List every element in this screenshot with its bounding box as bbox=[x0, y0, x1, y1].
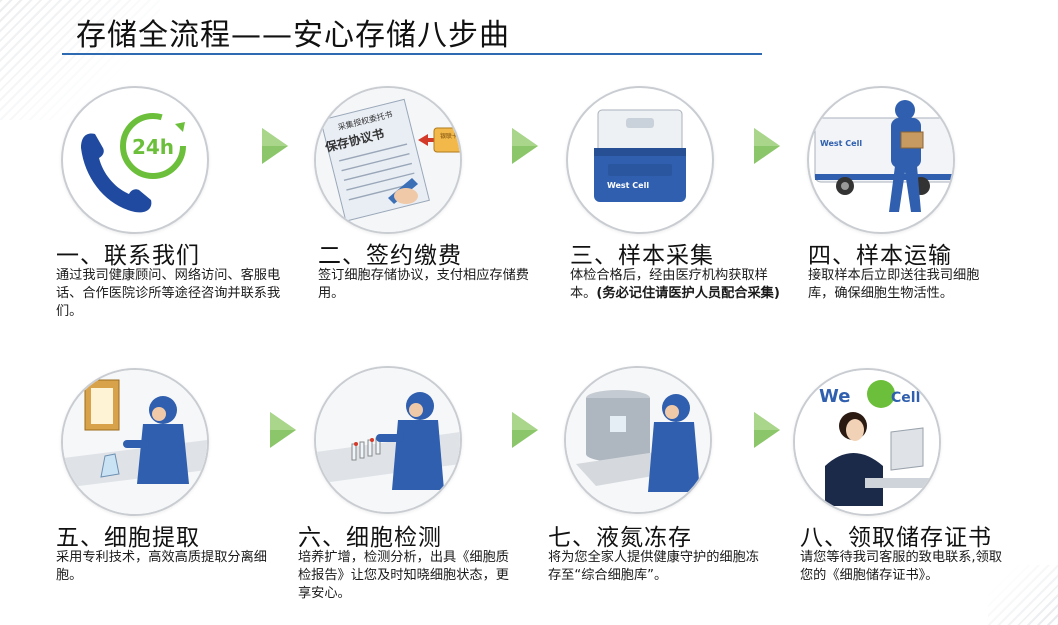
arrow-3-to-4 bbox=[750, 124, 784, 168]
step-8-desc: 请您等待我司客服的致电联系,领取您的《细胞储存证书》。 bbox=[800, 550, 1003, 583]
step-7-image bbox=[564, 366, 712, 514]
liquid-nitrogen-tank-icon bbox=[566, 368, 710, 512]
lab-testing-icon bbox=[316, 368, 460, 512]
step-6-title: 六、细胞检测 bbox=[298, 525, 442, 551]
customer-service-icon: We Cell bbox=[795, 370, 939, 514]
phone-24h-icon: 24h bbox=[81, 113, 186, 213]
step-3-desc-bold: (务必记住请医护人员配合采集) bbox=[596, 286, 780, 301]
step-3-title: 三、样本采集 bbox=[570, 243, 714, 269]
step-3-image: West Cell bbox=[566, 86, 714, 234]
arrow-2-to-3 bbox=[508, 124, 542, 168]
step-1-desc: 通过我司健康顾问、网络访问、客服电话、合作医院诊所等途径咨询并联系我们。 bbox=[56, 268, 281, 319]
step-4-image: West Cell bbox=[807, 86, 955, 234]
arrow-1-to-2 bbox=[258, 124, 292, 168]
step-2-card-label: 银联卡 bbox=[440, 132, 458, 140]
step-8-title: 八、领取储存证书 bbox=[800, 525, 992, 551]
arrow-5-to-6 bbox=[266, 408, 300, 452]
courier-van-icon: West Cell bbox=[814, 100, 953, 212]
step-3-desc: 体检合格后，经由医疗机构获取样本。(务必记住请医护人员配合采集) bbox=[570, 267, 782, 303]
arrow-6-to-7 bbox=[508, 408, 542, 452]
step-4-desc: 接取样本后立即送往我司细胞库，确保细胞生物活性。 bbox=[808, 268, 980, 301]
step-5-title: 五、细胞提取 bbox=[56, 525, 200, 551]
step-2-desc: 签订细胞存储协议，支付相应存储费用。 bbox=[318, 268, 529, 301]
step-4-title: 四、样本运输 bbox=[808, 243, 952, 269]
step-1-title: 一、联系我们 bbox=[56, 243, 200, 269]
arrow-7-to-8 bbox=[750, 408, 784, 452]
step-1-image: 24h bbox=[61, 86, 209, 234]
lab-extraction-icon bbox=[63, 370, 207, 514]
step-3-desc-text: 体检合格后，经由医疗机构获取样本。 bbox=[570, 268, 768, 301]
corner-decoration-bottom-right bbox=[988, 565, 1058, 625]
step-8-brand-right: Cell bbox=[891, 390, 920, 406]
step-4-brand: West Cell bbox=[820, 139, 862, 148]
sample-cooler-icon: West Cell bbox=[594, 109, 686, 202]
step-2-title: 二、签约缴费 bbox=[318, 243, 462, 269]
step-6-desc: 培养扩增，检测分析，出具《细胞质检报告》让您及时知晓细胞状态，更享安心。 bbox=[298, 550, 509, 601]
step-8-image: We Cell bbox=[793, 368, 941, 516]
step-1-badge: 24h bbox=[132, 135, 174, 159]
step-7-desc: 将为您全家人提供健康守护的细胞冻存至“综合细胞库”。 bbox=[548, 550, 759, 583]
step-7-title: 七、液氮冻存 bbox=[548, 525, 692, 551]
step-6-image bbox=[314, 366, 462, 514]
step-8-brand-left: We bbox=[819, 386, 850, 407]
page-title: 存储全流程——安心存储八步曲 bbox=[76, 18, 510, 53]
contract-signing-icon: 采集授权委托书 保存协议书 银联卡 bbox=[316, 88, 460, 232]
step-3-brand: West Cell bbox=[607, 181, 649, 190]
title-underline bbox=[62, 53, 762, 55]
step-5-image bbox=[61, 368, 209, 516]
step-2-image: 采集授权委托书 保存协议书 银联卡 bbox=[314, 86, 462, 234]
step-5-desc: 采用专利技术，高效高质提取分离细胞。 bbox=[56, 550, 267, 583]
